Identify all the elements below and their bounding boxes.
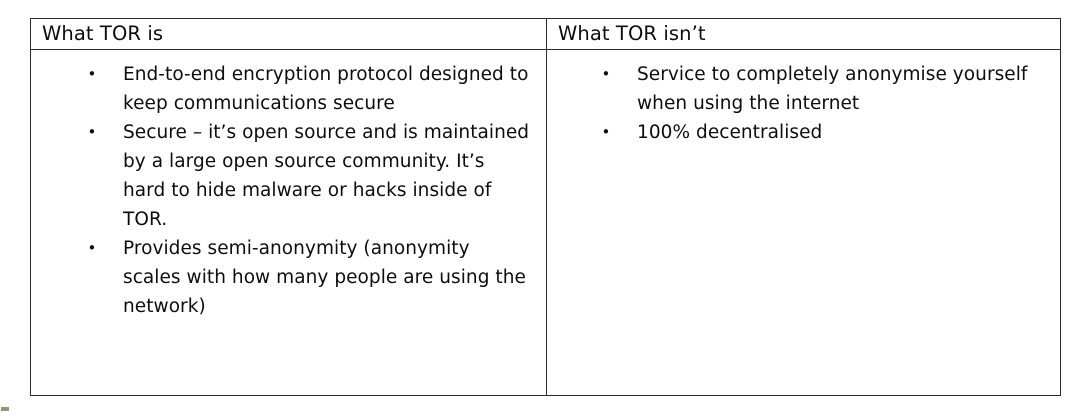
list-item: • End-to-end encryption protocol designe… [31,60,546,118]
column-header-what-tor-isnt: What TOR isn’t [546,18,1061,50]
table-header-row-group: What TOR is What TOR isn’t [30,18,1061,50]
list-item: • Service to completely anonymise yourse… [547,60,1060,118]
bullet-icon: • [87,65,97,83]
cell-what-tor-isnt: • Service to completely anonymise yourse… [546,49,1061,396]
list-item-text: 100% decentralised [637,122,823,143]
table-body-row-group: • End-to-end encryption protocol designe… [30,49,1061,396]
list-item-text: Service to completely anonymise yourself… [637,64,1028,114]
column-header-label: What TOR isn’t [558,22,706,45]
list-item-text: End-to-end encryption protocol designed … [123,64,529,114]
bullet-icon: • [87,239,97,257]
bullet-icon: • [87,123,97,141]
scan-artifact-mark [1,407,9,411]
column-header-what-tor-is: What TOR is [30,18,547,50]
bullet-list-what-tor-isnt: • Service to completely anonymise yourse… [547,50,1060,147]
bullet-list-what-tor-is: • End-to-end encryption protocol designe… [31,50,546,321]
table-header-row: What TOR is What TOR isn’t [30,18,1061,50]
list-item-text: Secure – it’s open source and is maintai… [123,122,530,230]
list-item-text: Provides semi-anonymity (anonymity scale… [123,238,526,317]
cell-what-tor-is: • End-to-end encryption protocol designe… [30,49,547,396]
list-item: • Provides semi-anonymity (anonymity sca… [31,234,546,321]
bullet-icon: • [601,65,611,83]
tor-comparison-table: What TOR is What TOR isn’t • End-to-end … [30,18,1061,396]
bullet-icon: • [601,123,611,141]
table-row: • End-to-end encryption protocol designe… [30,49,1061,396]
list-item: • 100% decentralised [547,118,1060,147]
column-header-label: What TOR is [42,22,164,45]
list-item: • Secure – it’s open source and is maint… [31,118,546,234]
